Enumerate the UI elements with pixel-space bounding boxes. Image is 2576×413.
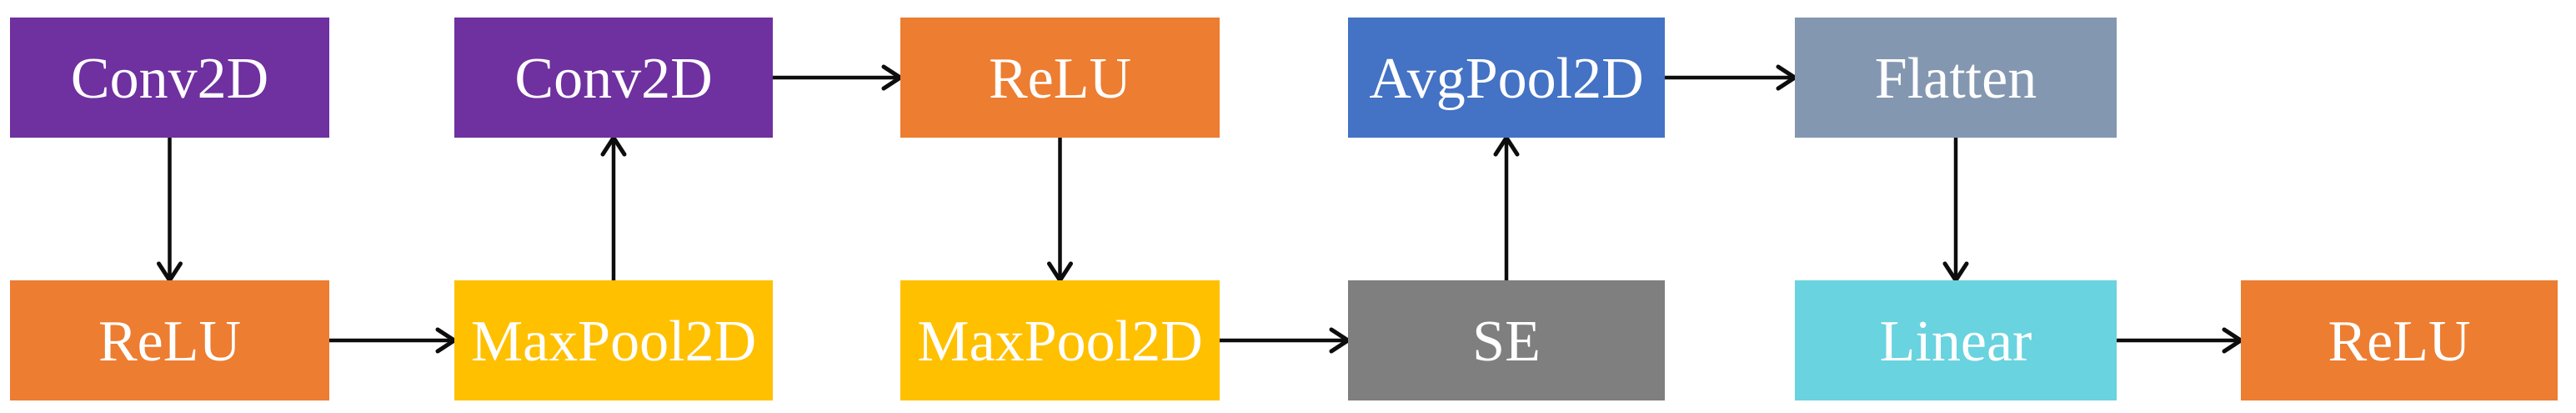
node-label: Conv2D [514,47,713,111]
node-label: ReLU [2328,310,2471,374]
node-label: MaxPool2D [917,310,1203,374]
node-avgpool2d: AvgPool2D [1348,18,1665,138]
node-label: ReLU [98,310,242,374]
node-label: SE [1472,310,1541,374]
node-label: MaxPool2D [470,310,757,374]
node-maxpool2d-1: MaxPool2D [454,280,773,400]
node-label: Flatten [1874,47,2037,111]
node-label: Linear [1879,310,2032,374]
node-label: Conv2D [70,47,269,111]
node-flatten: Flatten [1795,18,2117,138]
node-relu-2: ReLU [900,18,1220,138]
node-conv2d-2: Conv2D [454,18,773,138]
node-label: AvgPool2D [1369,47,1644,111]
node-linear: Linear [1795,280,2117,400]
node-relu-1: ReLU [10,280,329,400]
node-se: SE [1348,280,1665,400]
node-conv2d-1: Conv2D [10,18,329,138]
node-maxpool2d-2: MaxPool2D [900,280,1220,400]
node-label: ReLU [988,47,1132,111]
node-relu-3: ReLU [2241,280,2558,400]
